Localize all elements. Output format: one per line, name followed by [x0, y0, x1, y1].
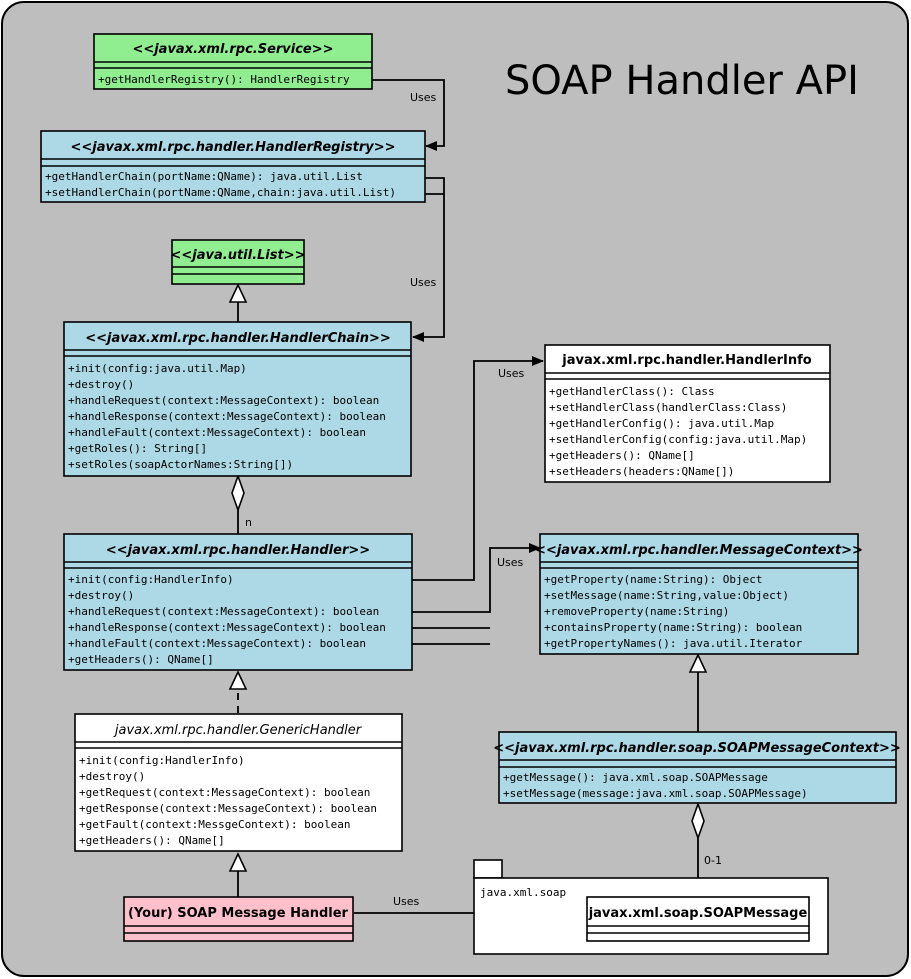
class-name: <<javax.xml.rpc.handler.HandlerRegistry>… [70, 140, 395, 155]
generalization-triangle-generic [228, 852, 248, 872]
operation: +destroy() [68, 378, 134, 391]
operation: +getHandlerClass(): Class [549, 385, 715, 398]
uses-label-service: Uses [410, 91, 437, 104]
class-service: <<javax.xml.rpc.Service>> +getHandlerReg… [93, 33, 373, 90]
operation: +getHeaders(): QName[] [549, 449, 695, 462]
class-name: <<javax.xml.rpc.Service>> [132, 42, 333, 57]
edge-handler-uses-info [412, 356, 544, 581]
uses-label-registry: Uses [410, 276, 437, 289]
class-name: <<javax.xml.rpc.handler.MessageContext>> [535, 543, 863, 558]
operation: +getFault(context:MessgeContext): boolea… [79, 818, 351, 831]
operation: +getRoles(): String[] [68, 442, 207, 455]
class-name: (Your) SOAP Message Handler [128, 906, 349, 921]
operation: +getMessage(): java.xml.soap.SOAPMessage [503, 771, 768, 784]
class-name: javax.xml.rpc.handler.HandlerInfo [561, 353, 811, 368]
operation: +setMessage(message:java.xml.soap.SOAPMe… [503, 787, 808, 800]
operation: +setHeaders(headers:QName[]) [549, 465, 734, 478]
operation: +handleResponse(context:MessageContext):… [68, 410, 386, 423]
class-handler: <<javax.xml.rpc.handler.Handler>> +init(… [63, 533, 413, 671]
operation: +init(config:java.util.Map) [68, 362, 247, 375]
operation: +getResponse(context:MessageContext): bo… [79, 802, 377, 815]
operation: +getHandlerChain(portName:QName): java.u… [45, 170, 363, 183]
operation: +destroy() [79, 770, 145, 783]
class-name: <<javax.xml.rpc.handler.HandlerChain>> [85, 331, 391, 346]
class-message-context: <<javax.xml.rpc.handler.MessageContext>>… [535, 533, 863, 655]
operation: +getHeaders(): QName[] [79, 834, 225, 847]
class-name: <<javax.xml.rpc.handler.Handler>> [106, 543, 370, 558]
operation: +getRequest(context:MessageContext): boo… [79, 786, 370, 799]
operation: +handleRequest(context:MessageContext): … [68, 394, 379, 407]
uses-label-info: Uses [498, 367, 525, 380]
operation: +init(config:HandlerInfo) [79, 754, 245, 767]
operation: +getHeaders(): QName[] [68, 653, 214, 666]
multiplicity-n: n [245, 516, 252, 529]
class-handler-registry: <<javax.xml.rpc.handler.HandlerRegistry>… [40, 130, 426, 203]
class-generic-handler: javax.xml.rpc.handler.GenericHandler +in… [74, 713, 403, 852]
class-soap-message: javax.xml.soap.SOAPMessage [586, 896, 810, 942]
class-handler-chain: <<javax.xml.rpc.handler.HandlerChain>> +… [63, 321, 412, 477]
operation: +setHandlerConfig(config:java.util.Map) [549, 433, 807, 446]
operation: +getHandlerConfig(): java.util.Map [549, 417, 774, 430]
diagram-title: SOAP Handler API [505, 58, 859, 104]
operation: +handleResponse(context:MessageContext):… [68, 621, 386, 634]
operation: +setMessage(name:String,value:Object) [544, 589, 789, 602]
operation: +setRoles(soapActorNames:String[]) [68, 458, 293, 471]
operation: +getPropertyNames(): java.util.Iterator [544, 637, 803, 650]
edge-registry-uses-chain [412, 177, 445, 342]
operation: +handleRequest(context:MessageContext): … [68, 605, 379, 618]
class-name: <<java.util.List>> [171, 248, 306, 263]
operation: +setHandlerClass(handlerClass:Class) [549, 401, 787, 414]
package-name: java.xml.soap [480, 886, 566, 899]
aggregation-diamond-soapctx [691, 801, 705, 841]
class-java-util-list: <<java.util.List>> [171, 239, 306, 285]
class-name: <<javax.xml.rpc.handler.soap.SOAPMessage… [493, 741, 901, 756]
operation: +init(config:HandlerInfo) [68, 573, 234, 586]
operation: +containsProperty(name:String): boolean [544, 621, 802, 634]
class-soap-message-context: <<javax.xml.rpc.handler.soap.SOAPMessage… [493, 731, 901, 804]
class-your-soap-message-handler: (Your) SOAP Message Handler [123, 896, 354, 942]
uses-label-soapmsg: Uses [393, 895, 420, 908]
generalization-triangle-msgctx [688, 653, 708, 673]
class-handler-info: javax.xml.rpc.handler.HandlerInfo +getHa… [544, 344, 831, 483]
class-name: javax.xml.rpc.handler.GenericHandler [113, 723, 363, 738]
realization-triangle-handler [228, 670, 248, 690]
operation: +handleFault(context:MessageContext): bo… [68, 637, 366, 650]
operation: +destroy() [68, 589, 134, 602]
operation: +getHandlerRegistry(): HandlerRegistry [98, 73, 350, 86]
operation: +removeProperty(name:String) [544, 605, 729, 618]
edge-handler-uses-msgctx [412, 543, 541, 613]
uses-label-msgctx: Uses [497, 556, 524, 569]
edge-service-uses-registry [372, 79, 445, 151]
operation: +getProperty(name:String): Object [544, 573, 763, 586]
operation: +handleFault(context:MessageContext): bo… [68, 426, 366, 439]
generalization-triangle-list [228, 283, 248, 303]
multiplicity-0-1: 0-1 [704, 854, 722, 867]
operation: +setHandlerChain(portName:QName,chain:ja… [45, 186, 396, 199]
package-tab [473, 859, 503, 879]
class-name: javax.xml.soap.SOAPMessage [588, 906, 808, 921]
aggregation-diamond-chain [231, 473, 245, 513]
